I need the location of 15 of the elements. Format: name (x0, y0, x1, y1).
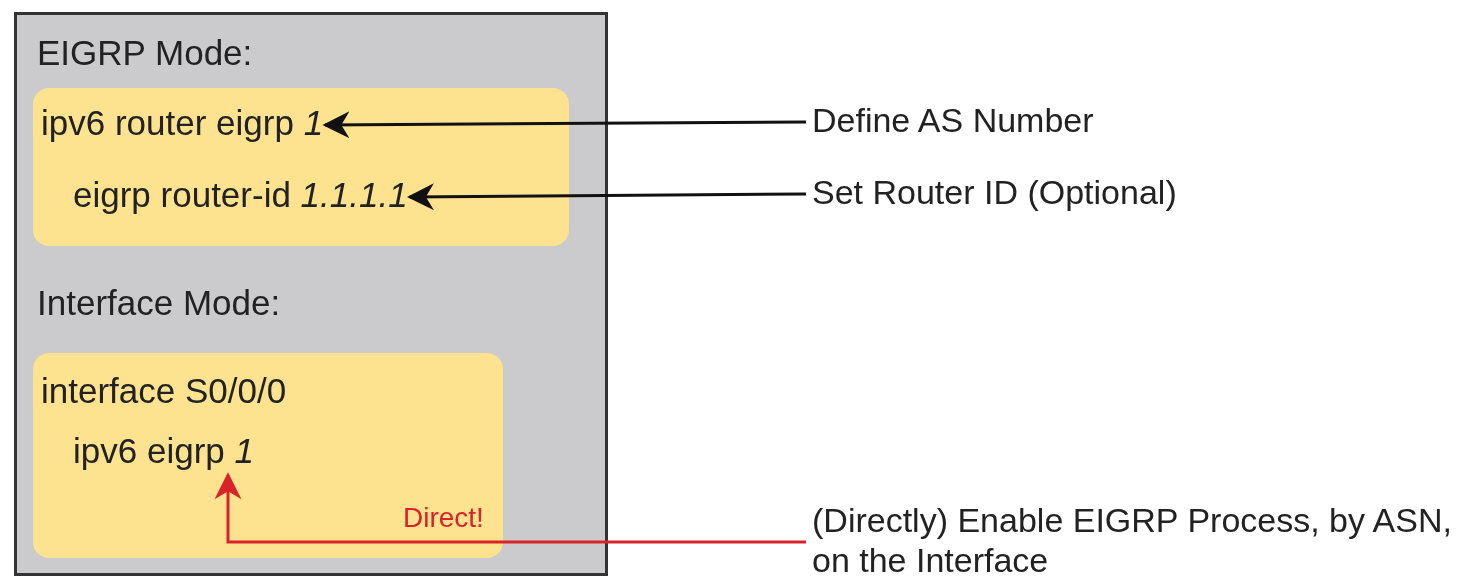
command-line: eigrp router-id 1.1.1.1 (73, 175, 408, 219)
arrow (406, 183, 806, 211)
annotation-text: Set Router ID (Optional) (812, 172, 1292, 216)
command-block (33, 88, 569, 246)
arrow (214, 472, 806, 544)
annotation-text: Define AS Number (812, 100, 1232, 144)
command-line: ipv6 eigrp 1 (73, 431, 254, 475)
command-block (33, 353, 503, 558)
arrow (322, 111, 806, 139)
command-line: ipv6 router eigrp 1 (41, 103, 324, 147)
section-heading: EIGRP Mode: (37, 33, 253, 73)
section-heading: Interface Mode: (37, 283, 281, 323)
config-panel (14, 12, 608, 576)
annotation-text: (Directly) Enable EIGRP Process, by ASN, on the Interface (812, 500, 1476, 578)
command-line: interface S0/0/0 (41, 371, 287, 415)
